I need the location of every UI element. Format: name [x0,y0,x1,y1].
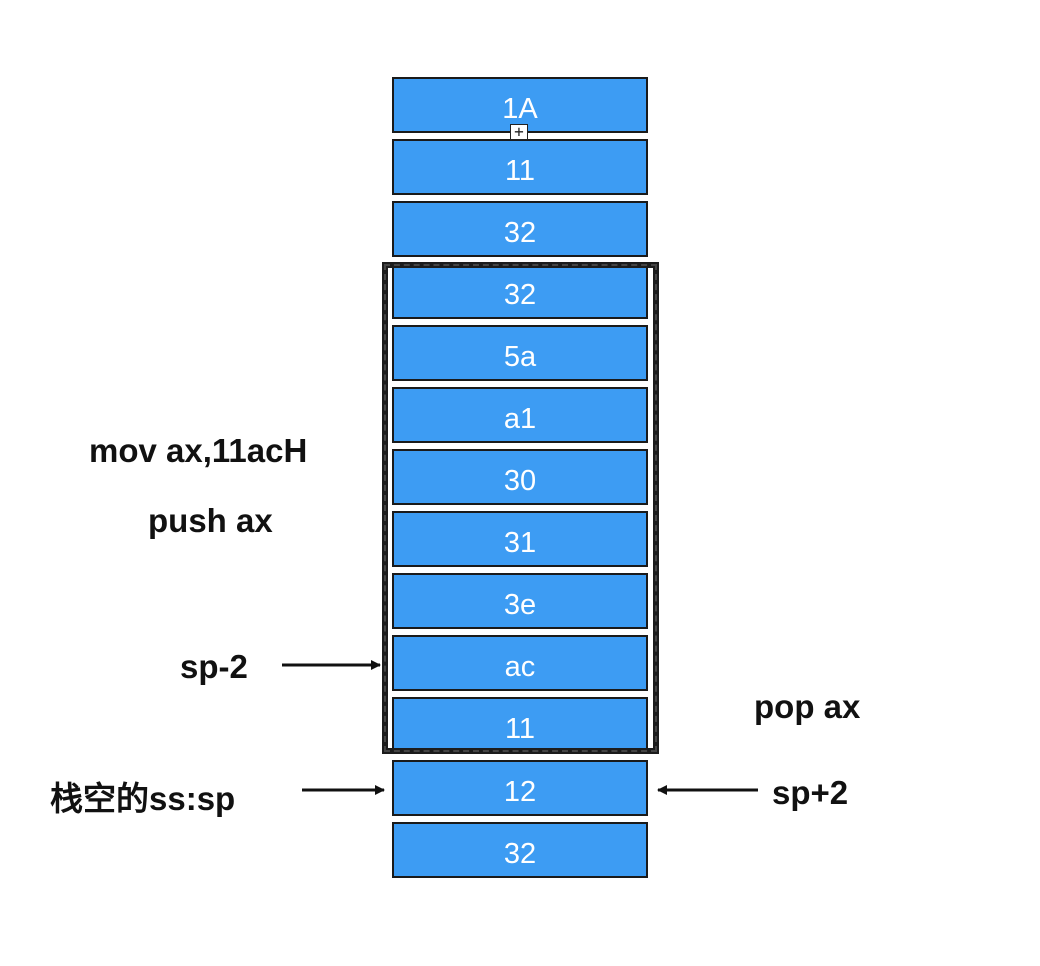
plus-cursor-icon: + [510,124,528,140]
stack-cell-9: ac [392,635,648,691]
stack-cell-5: a1 [392,387,648,443]
stack-cell-12: 32 [392,822,648,878]
label-push-instruction: push ax [148,502,273,539]
label-empty-stack-sssp: 栈空的ss:sp [50,780,236,817]
stack-cell-8: 3e [392,573,648,629]
stack-cell-3: 32 [392,263,648,319]
stack-cell-4: 5a [392,325,648,381]
stack-cell-6: 30 [392,449,648,505]
label-sp-minus-2: sp-2 [180,648,248,685]
stack-cell-0: 1A [392,77,648,133]
stack-cell-1: 11 [392,139,648,195]
stack-cell-7: 31 [392,511,648,567]
stack-cell-11: 12 [392,760,648,816]
label-sp-plus-2: sp+2 [772,774,849,811]
label-mov-instruction: mov ax,11acH [89,432,308,469]
stack-cell-2: 32 [392,201,648,257]
label-pop-instruction: pop ax [754,688,861,725]
